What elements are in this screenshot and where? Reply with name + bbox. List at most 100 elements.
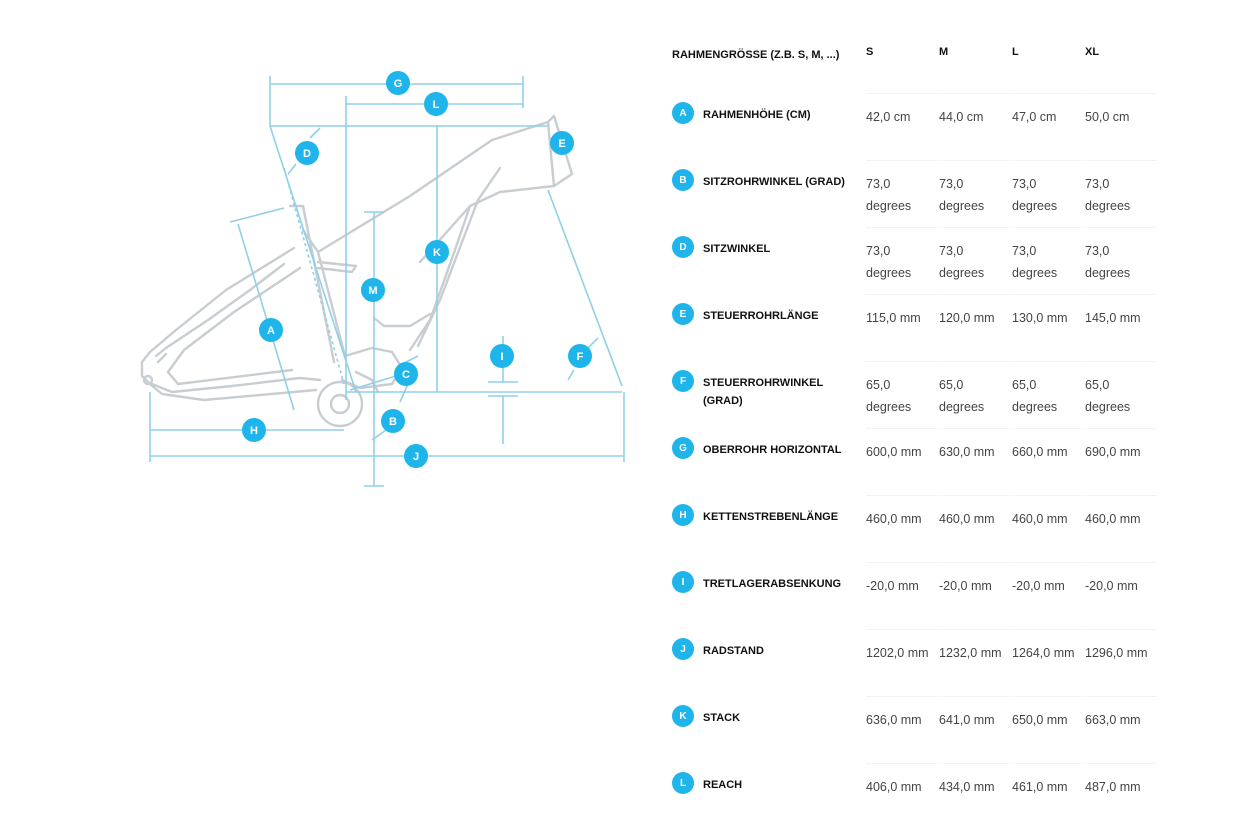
- cell-divider: [866, 696, 938, 697]
- cell-divider: [866, 428, 938, 429]
- cell-divider: [939, 495, 1011, 496]
- cell-divider: [866, 763, 938, 764]
- cell-size-l: 461,0 mm: [1012, 780, 1068, 794]
- svg-text:G: G: [394, 78, 403, 90]
- cell-divider: [1012, 160, 1084, 161]
- cell-divider: [1085, 562, 1157, 563]
- cell-size-m: 73,0 degrees: [939, 244, 985, 280]
- row-badge: K: [672, 705, 694, 727]
- cell-size-xl: 50,0 cm: [1085, 110, 1130, 124]
- cell-size-m: 1232,0 mm: [939, 646, 1002, 660]
- cell-divider: [1085, 428, 1157, 429]
- cell-divider: [1012, 93, 1084, 94]
- cell-divider: [866, 361, 938, 362]
- row-badge: D: [672, 236, 694, 258]
- cell-size-s: 42,0 cm: [866, 110, 911, 124]
- row-label: STEUERROHRWINKEL (GRAD): [703, 377, 823, 407]
- cell-divider: [1012, 294, 1084, 295]
- cell-divider: [939, 763, 1011, 764]
- row-label: TRETLAGERABSENKUNG: [703, 578, 842, 590]
- row-badge: H: [672, 504, 694, 526]
- svg-text:I: I: [500, 351, 503, 363]
- badge-m: M: [361, 278, 385, 302]
- cell-size-m: 73,0 degrees: [939, 177, 985, 213]
- svg-text:M: M: [368, 285, 377, 297]
- cell-size-s: 73,0 degrees: [866, 177, 912, 213]
- badge-g: G: [386, 71, 410, 95]
- cell-divider: [866, 562, 938, 563]
- cell-size-l: 1264,0 mm: [1012, 646, 1075, 660]
- badge-e: E: [550, 131, 574, 155]
- header-size-xl: XL: [1085, 46, 1100, 58]
- cell-size-m: 44,0 cm: [939, 110, 984, 124]
- cell-divider: [1085, 160, 1157, 161]
- cell-divider: [939, 562, 1011, 563]
- cell-size-m: 630,0 mm: [939, 445, 995, 459]
- cell-size-l: 460,0 mm: [1012, 512, 1068, 526]
- cell-divider: [1085, 629, 1157, 630]
- cell-divider: [939, 629, 1011, 630]
- cell-size-l: 130,0 mm: [1012, 311, 1068, 325]
- svg-text:F: F: [577, 351, 584, 363]
- badge-a: A: [259, 318, 283, 342]
- cell-size-m: 460,0 mm: [939, 512, 995, 526]
- badge-l: L: [424, 92, 448, 116]
- badge-k: K: [425, 240, 449, 264]
- cell-divider: [939, 160, 1011, 161]
- row-label: SITZROHRWINKEL (GRAD): [703, 176, 845, 188]
- row-label: REACH: [703, 779, 743, 791]
- badge-h: H: [242, 418, 266, 442]
- cell-divider: [1085, 93, 1157, 94]
- table-header: RAHMENGRÖSSE (Z.B. S, M, ...) S M L XL: [668, 40, 1248, 94]
- geometry-table: RAHMENGRÖSSE (Z.B. S, M, ...) S M L XL A…: [668, 40, 1248, 831]
- row-badge: G: [672, 437, 694, 459]
- cell-divider: [866, 294, 938, 295]
- badge-b: B: [381, 409, 405, 433]
- cell-divider: [1012, 428, 1084, 429]
- svg-text:E: E: [558, 138, 565, 150]
- cell-divider: [1085, 227, 1157, 228]
- header-size-m: M: [939, 46, 949, 58]
- cell-divider: [1085, 696, 1157, 697]
- row-badge: F: [672, 370, 694, 392]
- cell-size-xl: -20,0 mm: [1085, 579, 1138, 593]
- cell-size-s: 406,0 mm: [866, 780, 922, 794]
- row-label: RADSTAND: [703, 645, 764, 657]
- diagram-badges: G L E D K M A C I F B H J: [242, 71, 592, 468]
- cell-size-xl: 145,0 mm: [1085, 311, 1141, 325]
- row-badge: J: [672, 638, 694, 660]
- badge-i: I: [490, 344, 514, 368]
- row-label: RAHMENHÖHE (CM): [703, 109, 811, 121]
- svg-text:A: A: [267, 325, 275, 337]
- cell-divider: [866, 495, 938, 496]
- cell-divider: [939, 361, 1011, 362]
- row-label: SITZWINKEL: [703, 243, 771, 255]
- svg-text:B: B: [389, 416, 397, 428]
- cell-size-l: -20,0 mm: [1012, 579, 1065, 593]
- badge-d: D: [295, 141, 319, 165]
- cell-size-xl: 460,0 mm: [1085, 512, 1141, 526]
- cell-divider: [866, 629, 938, 630]
- cell-size-m: 65,0 degrees: [939, 378, 985, 414]
- bike-frame-outline: [140, 114, 574, 428]
- cell-divider: [1085, 495, 1157, 496]
- cell-size-m: 641,0 mm: [939, 713, 995, 727]
- cell-size-m: 120,0 mm: [939, 311, 995, 325]
- cell-divider: [866, 227, 938, 228]
- cell-divider: [1012, 361, 1084, 362]
- header-size-l: L: [1012, 46, 1019, 58]
- row-badge: A: [672, 102, 694, 124]
- cell-divider: [939, 696, 1011, 697]
- cell-size-s: 460,0 mm: [866, 512, 922, 526]
- badge-j: J: [404, 444, 428, 468]
- cell-size-s: 600,0 mm: [866, 445, 922, 459]
- row-badge: I: [672, 571, 694, 593]
